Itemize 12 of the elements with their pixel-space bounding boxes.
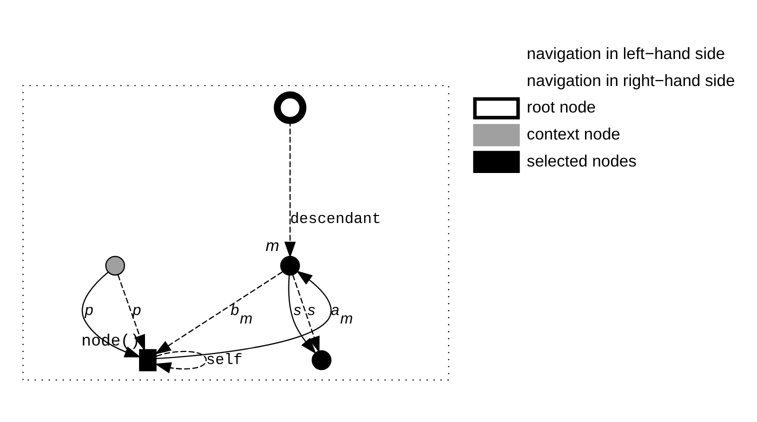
legend-label: selected nodes: [526, 152, 636, 170]
edge-label: self: [206, 350, 242, 369]
edge-label: s: [293, 302, 301, 319]
legend-label: navigation in right−hand side: [526, 71, 734, 90]
node-label: m: [265, 236, 279, 254]
edge-label: p: [132, 302, 141, 319]
edge-label: p: [84, 302, 93, 319]
legend-label: root node: [526, 98, 596, 116]
edge-label: s: [307, 302, 315, 319]
edge-label: descendant: [290, 210, 380, 228]
legend-label: context node: [526, 124, 620, 143]
legend-label: navigation in left−hand side: [526, 44, 724, 62]
